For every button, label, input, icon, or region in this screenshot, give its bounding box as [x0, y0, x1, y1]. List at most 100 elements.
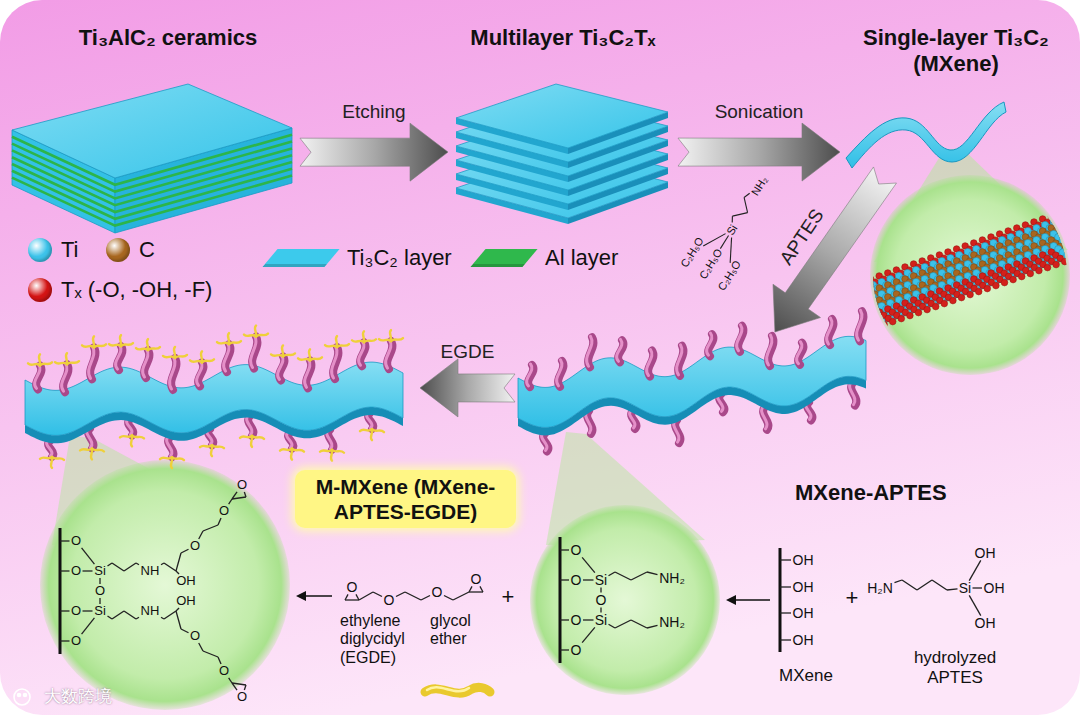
reaction-arrows-part — [304, 595, 332, 597]
egde-chain — [292, 449, 304, 452]
atom — [876, 318, 883, 325]
atom — [868, 297, 875, 304]
bond-line — [780, 639, 791, 640]
egde-chain — [363, 331, 364, 342]
egde-chain — [325, 345, 337, 347]
egde-chain — [332, 450, 344, 453]
egde-chain — [371, 429, 372, 440]
bond-line — [480, 586, 483, 592]
chem-label: NH — [141, 564, 160, 579]
atom — [1055, 222, 1062, 229]
zoom-circles-part — [40, 460, 290, 710]
chem-label: O — [571, 542, 582, 558]
aptes-chain — [677, 345, 682, 375]
aptes-chain — [587, 336, 592, 366]
legend-item: Tₓ (-O, -OH, -F) — [28, 276, 212, 304]
bond-line — [164, 563, 176, 571]
egde-chain — [337, 344, 349, 347]
chem-label: NH₂ — [659, 570, 685, 586]
chem-label: OH — [176, 574, 196, 589]
arrow-label: EGDE — [441, 341, 495, 363]
bond-line — [744, 192, 750, 199]
egde-chain — [109, 344, 121, 346]
chem-label: OH — [984, 580, 1005, 596]
bond-line — [181, 549, 189, 553]
chem-label: O — [219, 504, 229, 519]
watermark-icon — [14, 689, 30, 705]
legend-item: Ti — [28, 236, 79, 264]
egde-chain — [212, 445, 224, 448]
atom — [932, 303, 939, 310]
aptes-chain — [767, 335, 772, 365]
reaction-arrows — [296, 591, 770, 605]
stage-title: Single-layer Ti₃C₂ (MXene) — [840, 25, 1072, 78]
aptes-chain — [197, 361, 202, 385]
egde-chain — [131, 435, 132, 446]
aptes-chain — [116, 345, 121, 369]
atom — [867, 288, 874, 295]
bond-line — [136, 617, 139, 619]
egde-chain — [282, 345, 283, 356]
bond-line — [83, 570, 93, 571]
atom — [868, 321, 875, 328]
legend-item: Al layer — [470, 244, 618, 272]
chem-label: OH — [975, 545, 996, 561]
egde-icon-part — [427, 687, 469, 691]
egde-chain — [39, 354, 40, 365]
egde-chain — [80, 449, 92, 451]
legend-text: Al layer — [545, 245, 618, 271]
material-stage: M-MXene (MXene-APTES-EGDE) — [20, 318, 420, 470]
watermark-icon-part — [24, 694, 27, 697]
egde-chain — [251, 436, 252, 447]
egde-chain — [92, 449, 104, 452]
stage-title: M-MXene (MXene-APTES-EGDE) — [295, 470, 516, 528]
bond-line — [583, 579, 594, 580]
atom — [1064, 228, 1071, 235]
reaction-arrows-part — [734, 599, 770, 601]
atom — [870, 303, 877, 310]
surface-walls-part — [779, 548, 782, 652]
egde-chain — [91, 449, 92, 460]
egde-chain — [320, 450, 332, 452]
chem-label: O — [384, 592, 395, 608]
egde-chain — [55, 362, 67, 364]
atom — [868, 309, 875, 316]
sheet-top — [518, 336, 866, 427]
bond-line — [560, 549, 569, 550]
egde-chain — [120, 435, 132, 437]
chem-label: Si — [595, 572, 607, 588]
bond-line — [60, 640, 70, 641]
bond-line — [82, 618, 95, 634]
zoom-circles-part — [870, 175, 1070, 375]
bond-line — [973, 587, 983, 588]
bond-line — [780, 559, 791, 560]
egde-chain — [331, 450, 332, 461]
egde-chain — [364, 339, 376, 342]
bond-line — [232, 497, 246, 499]
bond-line — [356, 594, 359, 600]
aptes-chain — [827, 318, 832, 344]
atom — [872, 315, 879, 322]
chem-label: O — [471, 571, 482, 587]
atom — [874, 318, 881, 325]
atom — [1052, 216, 1059, 223]
legend-swatch — [28, 278, 52, 302]
bond-line — [917, 580, 932, 590]
egde-chain — [291, 449, 292, 460]
egde-chain — [360, 429, 372, 431]
egde-chain — [298, 358, 310, 360]
atom — [870, 305, 877, 312]
atom — [1061, 258, 1068, 265]
egde-chain — [271, 354, 283, 356]
bond-line — [161, 617, 164, 619]
atom — [967, 291, 974, 298]
aptes-chain — [62, 363, 67, 391]
egde-chain — [147, 339, 148, 350]
chem-label: O — [237, 478, 247, 493]
chem-label: MXene — [779, 666, 833, 686]
egde-chain — [283, 353, 295, 356]
chem-label: O — [71, 604, 81, 619]
bond-line — [609, 624, 616, 628]
egde-icon — [425, 687, 490, 693]
atom — [1036, 267, 1043, 274]
